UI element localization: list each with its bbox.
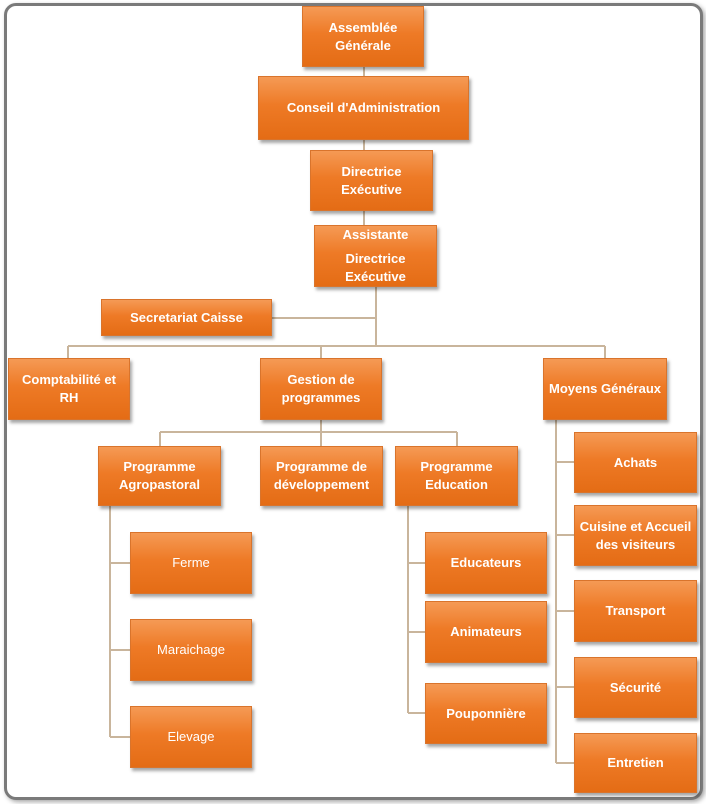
node-label-line: Exécutive [345, 269, 406, 284]
node-conseil-administration: Conseil d'Administration [258, 76, 469, 140]
node-label: Entretien [607, 755, 664, 770]
node-elevage: Elevage [130, 706, 252, 768]
node-programme-developpement: Programme de développement [260, 446, 383, 506]
node-achats: Achats [574, 432, 697, 493]
node-animateurs: Animateurs [425, 601, 547, 663]
node-ferme: Ferme [130, 532, 252, 594]
node-gestion-programmes: Gestion de programmes [260, 358, 382, 420]
node-entretien: Entretien [574, 733, 697, 793]
node-educateurs: Educateurs [425, 532, 547, 594]
node-label: Educateurs [450, 555, 522, 570]
node-label-line: Programme [123, 459, 196, 474]
node-secretariat-caisse: Secretariat Caisse [101, 299, 272, 336]
node-label-line: Education [425, 477, 488, 492]
node-label-line: des visiteurs [595, 536, 676, 552]
node-pouponniere: Pouponnière [425, 683, 547, 744]
node-label: Maraichage [157, 642, 225, 657]
node-label-line: Cuisine et Accueil [579, 518, 692, 534]
node-label-line: Assemblée [328, 19, 398, 35]
node-label: Secretariat Caisse [130, 309, 243, 325]
node-label-line: Exécutive [341, 181, 402, 197]
node-comptabilite-rh: Comptabilité et RH [8, 358, 130, 420]
node-label: Ferme [172, 555, 210, 570]
node-label-line: Directrice [345, 251, 406, 266]
node-transport: Transport [574, 580, 697, 642]
node-label: Elevage [167, 729, 215, 744]
node-label-line: Programme [420, 459, 493, 474]
node-label-line: Assistante [342, 227, 409, 242]
node-cuisine-accueil: Cuisine et Accueil des visiteurs [574, 505, 697, 566]
node-maraichage: Maraichage [130, 619, 252, 681]
node-label-line: Gestion de [287, 372, 355, 387]
node-label: Transport [605, 603, 666, 618]
node-label: Achats [613, 454, 658, 470]
node-label-line: programmes [281, 390, 361, 405]
node-label-line: Directrice [341, 163, 402, 179]
node-label-line: Générale [335, 37, 391, 53]
node-label-line: Agropastoral [119, 477, 200, 492]
node-label-line: Programme de [275, 459, 368, 474]
node-label: Conseil d'Administration [286, 100, 441, 115]
node-label: Sécurité [609, 679, 662, 695]
node-securite: Sécurité [574, 657, 697, 718]
node-label: Animateurs [450, 624, 522, 639]
node-moyens-generaux: Moyens Généraux [543, 358, 667, 420]
node-label: Pouponnière [446, 705, 526, 721]
node-label: Moyens Généraux [549, 381, 661, 396]
node-label-line: Comptabilité et [22, 372, 116, 387]
node-label-line: RH [59, 390, 79, 405]
node-label-line: développement [273, 477, 370, 492]
